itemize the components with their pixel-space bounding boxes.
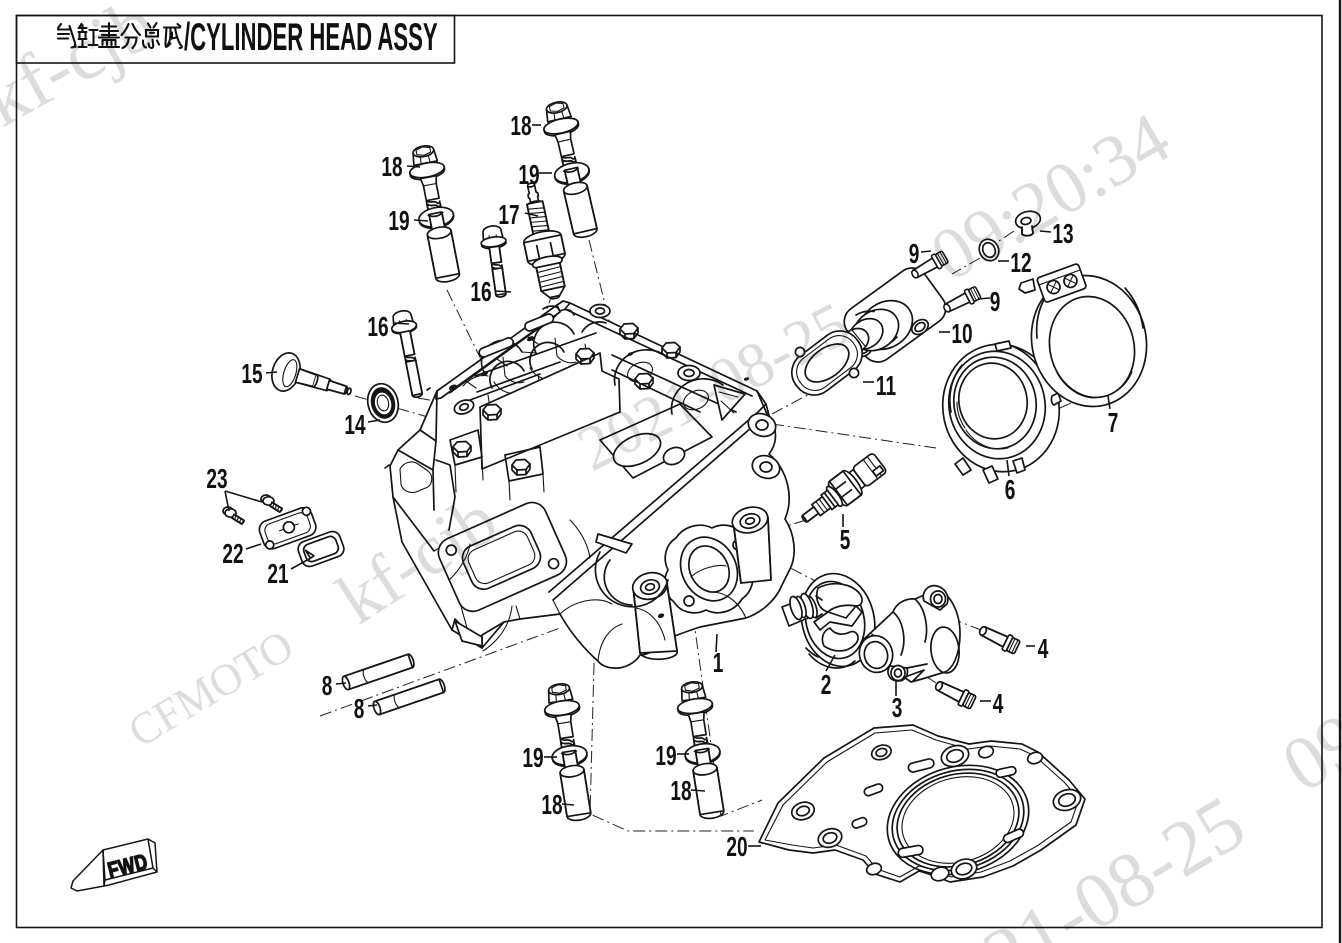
svg-text:9: 9 xyxy=(909,238,920,270)
svg-text:16: 16 xyxy=(470,276,491,308)
svg-text:15: 15 xyxy=(241,358,262,390)
svg-text:2: 2 xyxy=(821,669,832,701)
svg-text:21: 21 xyxy=(267,558,288,590)
svg-text:18: 18 xyxy=(670,775,691,807)
svg-text:5: 5 xyxy=(840,524,851,556)
svg-text:7: 7 xyxy=(1108,407,1119,439)
svg-text:19: 19 xyxy=(388,205,409,237)
svg-text:3: 3 xyxy=(892,692,903,724)
svg-text:14: 14 xyxy=(344,409,366,441)
svg-text:10: 10 xyxy=(951,318,972,350)
svg-text:9: 9 xyxy=(990,286,1001,318)
svg-text:18: 18 xyxy=(510,110,531,142)
svg-text:16: 16 xyxy=(367,311,388,343)
svg-text:19: 19 xyxy=(518,159,539,191)
svg-text:22: 22 xyxy=(222,538,243,570)
svg-text:8: 8 xyxy=(322,670,333,702)
svg-text:/CYLINDER HEAD ASSY: /CYLINDER HEAD ASSY xyxy=(184,16,438,59)
svg-text:6: 6 xyxy=(1005,474,1016,506)
svg-text:8: 8 xyxy=(354,693,365,725)
svg-text:18: 18 xyxy=(381,151,402,183)
svg-text:23: 23 xyxy=(206,463,227,495)
svg-text:17: 17 xyxy=(498,199,519,231)
svg-text:12: 12 xyxy=(1010,247,1031,279)
svg-text:4: 4 xyxy=(993,688,1004,720)
svg-text:11: 11 xyxy=(876,370,896,402)
svg-text:20: 20 xyxy=(726,831,747,863)
svg-text:19: 19 xyxy=(522,742,543,774)
svg-text:18: 18 xyxy=(541,789,562,821)
svg-text:19: 19 xyxy=(655,740,676,772)
svg-text:4: 4 xyxy=(1038,633,1049,665)
svg-text:13: 13 xyxy=(1052,218,1073,250)
svg-text:1: 1 xyxy=(713,647,724,679)
